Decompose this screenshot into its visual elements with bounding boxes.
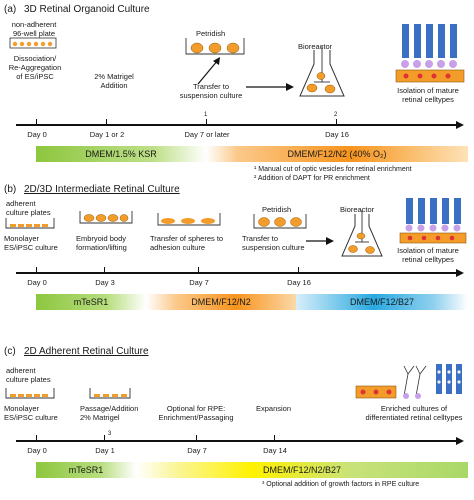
c-tick-1 <box>104 435 106 441</box>
c-step-expansion: Expansion <box>256 404 292 413</box>
a-bioreactor-label: Bioreactor <box>298 42 333 51</box>
a-mark-2: 2 <box>334 112 338 118</box>
c-day-2: Day 7 <box>187 446 207 455</box>
c-medium-bar-2: DMEM/F12/N2/B27 <box>136 462 468 478</box>
c-tick-2 <box>196 435 198 441</box>
c-plate-note: adherent culture plates <box>6 366 51 384</box>
b-tick-2 <box>198 267 200 273</box>
a-mark-1: 1 <box>204 112 208 118</box>
a-medium-bar-2: DMEM/F12/N2 (40% O₂) <box>206 146 468 162</box>
c-step-enriched: Enriched cultures of differentiated reti… <box>365 404 463 422</box>
a-medium-bar-1: DMEM/1.5% KSR <box>36 146 206 162</box>
a-timeline <box>16 124 456 126</box>
b-culture-plate-icon <box>5 218 55 229</box>
a-step-dissociation: Dissociation/ Re-Aggregation of ES/iPSC <box>8 54 62 81</box>
b-medium-bar-1: mTeSR1 <box>36 294 146 310</box>
a-day-0: Day 0 <box>27 130 47 139</box>
b-tick-1 <box>104 267 106 273</box>
panel-a-label: (a) <box>4 4 17 15</box>
c-timeline <box>16 440 456 442</box>
b-day-3: Day 16 <box>287 278 311 287</box>
c-step-monolayer: Monolayer ES/iPSC culture <box>4 404 58 422</box>
b-tick-3 <box>298 267 300 273</box>
a-arrow-to-petridish <box>197 57 220 85</box>
a-petridish-icon <box>185 38 245 55</box>
b-tick-0 <box>36 267 38 273</box>
b-step-isolation: Isolation of mature retinal celltypes <box>397 246 459 264</box>
a-day-1: Day 1 or 2 <box>89 130 125 139</box>
b-bioreactor-label: Bioreactor <box>340 205 375 214</box>
a-tick-0 <box>36 119 38 125</box>
a-footnote-2: ² Addition of DAPT for PR enrichment <box>254 175 370 182</box>
c-day-1: Day 1 <box>95 446 115 455</box>
a-petridish-label: Petridish <box>196 29 226 38</box>
b-petridish-label: Petridish <box>262 205 292 214</box>
a-tick-3 <box>336 119 338 125</box>
b-spheres-icon <box>157 213 221 226</box>
c-timeline-arrowhead <box>456 437 464 445</box>
a-tick-1 <box>106 119 108 125</box>
b-medium-bar-2: DMEM/F12/N2 <box>146 294 296 310</box>
b-step-spheres: Transfer of spheres to adhesion culture <box>150 234 224 252</box>
a-bioreactor-icon <box>299 46 345 97</box>
a-step-matrigel: 2% Matrigel Addition <box>94 72 134 90</box>
b-step-monolayer: Monolayer ES/iPSC culture <box>4 234 58 252</box>
panel-b-label: (b) <box>4 184 17 195</box>
b-step-transfer: Transfer to suspension culture <box>242 234 305 252</box>
c-day-0: Day 0 <box>27 446 47 455</box>
b-day-0: Day 0 <box>27 278 47 287</box>
b-day-2: Day 7 <box>189 278 209 287</box>
panel-b-title: 2D/3D Intermediate Retinal Culture <box>24 184 180 195</box>
c-medium-bar-1: mTeSR1 <box>36 462 136 478</box>
c-tick-3 <box>274 435 276 441</box>
b-plate-note: adherent culture plates <box>6 199 51 217</box>
c-step-rpe: Optional for RPE: Enrichment/Passaging <box>158 404 234 422</box>
c-step-passage: Passage/Addition 2% Matrigel <box>80 404 139 422</box>
a-day-2: Day 7 or later <box>184 130 230 139</box>
a-well-plate-icon <box>9 37 57 49</box>
a-retinal-cells-icon <box>395 24 465 83</box>
c-culture-plate-icon <box>5 388 55 399</box>
b-timeline-arrowhead <box>456 269 464 277</box>
c-passage-plate-icon <box>89 388 131 399</box>
c-mark-3: 3 <box>108 431 112 437</box>
panel-c-title: 2D Adherent Retinal Culture <box>24 346 149 357</box>
b-bioreactor-icon <box>341 210 383 257</box>
b-arrow-to-bioreactor <box>306 237 334 245</box>
b-medium-bar-3: DMEM/F12/B27 <box>296 294 468 310</box>
b-timeline <box>16 272 456 274</box>
a-footnote-1: ¹ Manual cut of optic vesicles for retin… <box>254 166 412 173</box>
a-plate-note: non-adherent 96-well plate <box>11 20 57 38</box>
a-arrow-to-bioreactor <box>246 83 294 91</box>
b-retinal-cells-icon <box>399 198 467 244</box>
a-timeline-arrowhead <box>456 121 464 129</box>
c-retinal-cells-icon <box>355 364 462 399</box>
b-day-1: Day 3 <box>95 278 115 287</box>
a-step-transfer: Transfer to suspension culture <box>179 82 243 100</box>
panel-c-label: (c) <box>4 346 16 357</box>
a-tick-2 <box>206 119 208 125</box>
c-day-3: Day 14 <box>263 446 287 455</box>
b-petridish-icon <box>253 214 307 229</box>
c-tick-0 <box>36 435 38 441</box>
b-embryoid-body-icon <box>79 211 133 224</box>
c-footnote-1: ³ Optional addition of growth factors in… <box>262 481 420 488</box>
panel-a-title: 3D Retinal Organoid Culture <box>24 4 150 15</box>
a-step-isolation: Isolation of mature retinal celltypes <box>397 86 459 104</box>
a-day-3: Day 16 <box>325 130 349 139</box>
b-step-embryoid: Embryoid body formation/lifting <box>76 234 127 252</box>
